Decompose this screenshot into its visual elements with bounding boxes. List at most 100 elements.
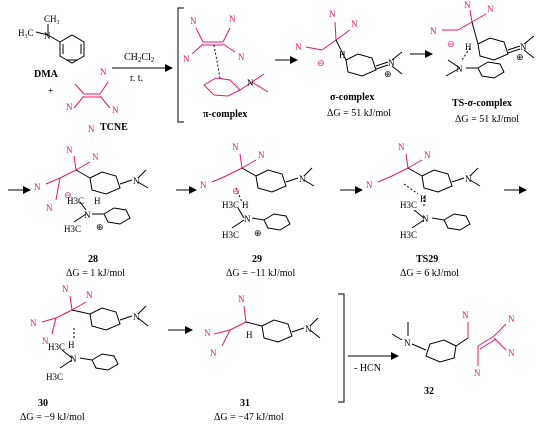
ts-sigma-n: N — [430, 26, 437, 36]
ts-sigma-n: N — [456, 64, 463, 74]
temperature-label: r. t. — [130, 73, 143, 84]
ts-sigma-n: N — [487, 4, 494, 14]
c28-minus-charge: ⊖ — [64, 190, 72, 200]
c30-n: N — [62, 284, 69, 294]
tcne-molecule — [73, 81, 111, 109]
bracket-right — [338, 293, 345, 403]
c29-n: N — [258, 150, 265, 160]
pi-n: N — [229, 14, 236, 24]
compound-32-molecule — [391, 322, 507, 366]
ts-sigma-complex-label: TS-σ-complex — [452, 98, 512, 109]
c28-n: N — [92, 152, 99, 162]
dma-n: N — [44, 31, 51, 41]
c28-n: N — [66, 145, 73, 155]
c30-methyl: H3C — [48, 342, 65, 352]
ts29-n: N — [398, 142, 405, 152]
c30-methyl: H3C — [46, 372, 63, 382]
tcne-n: N — [100, 67, 107, 77]
compound-30-dg: ΔG = −9 kJ/mol — [20, 412, 85, 423]
c31-h: H — [246, 330, 253, 340]
bracket-left — [177, 7, 184, 123]
sigma-n: N — [351, 19, 358, 29]
ts29-h: H — [420, 194, 427, 204]
compound-29-molecule — [211, 153, 315, 231]
c30-n: N — [70, 354, 77, 364]
compound-30-label: 30 — [38, 398, 48, 409]
compound-29-label: 29 — [252, 254, 262, 265]
compound-29-dg: ΔG = −11 kJ/mol — [226, 268, 296, 279]
ts-sigma-minus-charge: ⊖ — [447, 39, 455, 49]
ts-sigma-complex-molecule: H — [442, 9, 535, 79]
c29-n: N — [232, 142, 239, 152]
sigma-plus-charge: ⊕ — [384, 69, 392, 79]
c29-n: N — [299, 174, 306, 184]
ts-sigma-h: H — [465, 42, 472, 52]
ts29-methyl: H3C — [400, 200, 417, 210]
compound-28-label: 28 — [88, 254, 98, 265]
ts29-n: N — [366, 180, 373, 190]
pi-n: N — [247, 78, 254, 88]
sigma-minus-charge: ⊖ — [317, 58, 325, 68]
c28-plus-charge: ⊕ — [96, 222, 104, 232]
compound-31-dg: ΔG = −47 kJ/mol — [214, 412, 284, 423]
c28-n: N — [46, 203, 53, 213]
tcne-n: N — [112, 105, 119, 115]
compound-31-molecule: H — [213, 305, 321, 347]
ts-sigma-n: N — [520, 42, 527, 52]
tcne-label: TCNE — [100, 122, 128, 133]
ts29-molecule — [377, 153, 481, 231]
c28-n: N — [84, 210, 91, 220]
dma-molecule — [35, 24, 85, 64]
c31-n: N — [210, 348, 217, 358]
c29-plus-charge: ⊕ — [254, 228, 262, 238]
ts-sigma-plus-charge: ⊕ — [516, 52, 524, 62]
sigma-dg: ΔG = 51 kJ/mol — [327, 108, 391, 119]
sigma-h: H — [339, 50, 346, 60]
c30-n: N — [30, 318, 37, 328]
compound-32-label: 32 — [424, 386, 434, 397]
c28-h: H — [94, 196, 101, 206]
sigma-n: N — [388, 58, 395, 68]
compound-28-dg: ΔG = 1 kJ/mol — [66, 268, 125, 279]
pi-n: N — [183, 54, 190, 64]
tcne-n: N — [88, 124, 95, 134]
hcn-elimination-label: - HCN — [354, 363, 381, 374]
dma-methyl-left: H3C — [18, 28, 34, 40]
ts29-n: N — [424, 150, 431, 160]
plus-sign: + — [48, 86, 54, 97]
ts-sigma-n: N — [464, 0, 471, 10]
c32-n: N — [508, 314, 515, 324]
c32-n: N — [474, 368, 481, 378]
pi-n: N — [238, 52, 245, 62]
sigma-complex-molecule: H — [305, 21, 403, 77]
sigma-n: N — [329, 9, 336, 19]
c31-n: N — [238, 294, 245, 304]
tcne-n: N — [66, 102, 73, 112]
ts29-n: N — [465, 174, 472, 184]
c31-n: N — [204, 328, 211, 338]
c30-n: N — [133, 312, 140, 322]
c28-n: N — [34, 182, 41, 192]
c32-n: N — [404, 338, 411, 348]
sigma-complex-label: σ-complex — [330, 92, 374, 103]
ts29-label: TS29 — [416, 254, 438, 265]
c29-methyl: H3C — [222, 230, 239, 240]
c29-minus-charge: ⊖ — [232, 186, 240, 196]
pi-n: N — [190, 16, 197, 26]
c30-n: N — [42, 336, 49, 346]
c28-n: N — [133, 176, 140, 186]
c29-n: N — [200, 180, 207, 190]
c30-h: H — [68, 340, 75, 350]
pi-complex-molecule — [191, 27, 269, 97]
dma-methyl-top: CH3 — [44, 14, 60, 26]
dma-label: DMA — [34, 69, 59, 80]
c29-n: N — [244, 214, 251, 224]
ts-sigma-dg: ΔG = 51 kJ/mol — [455, 114, 519, 125]
sigma-n: N — [295, 42, 302, 52]
c28-methyl: H3C — [64, 224, 81, 234]
c29-h: H — [242, 200, 249, 210]
ts29-n: N — [422, 214, 429, 224]
c30-n: N — [86, 290, 93, 300]
compound-30-molecule — [41, 295, 149, 371]
